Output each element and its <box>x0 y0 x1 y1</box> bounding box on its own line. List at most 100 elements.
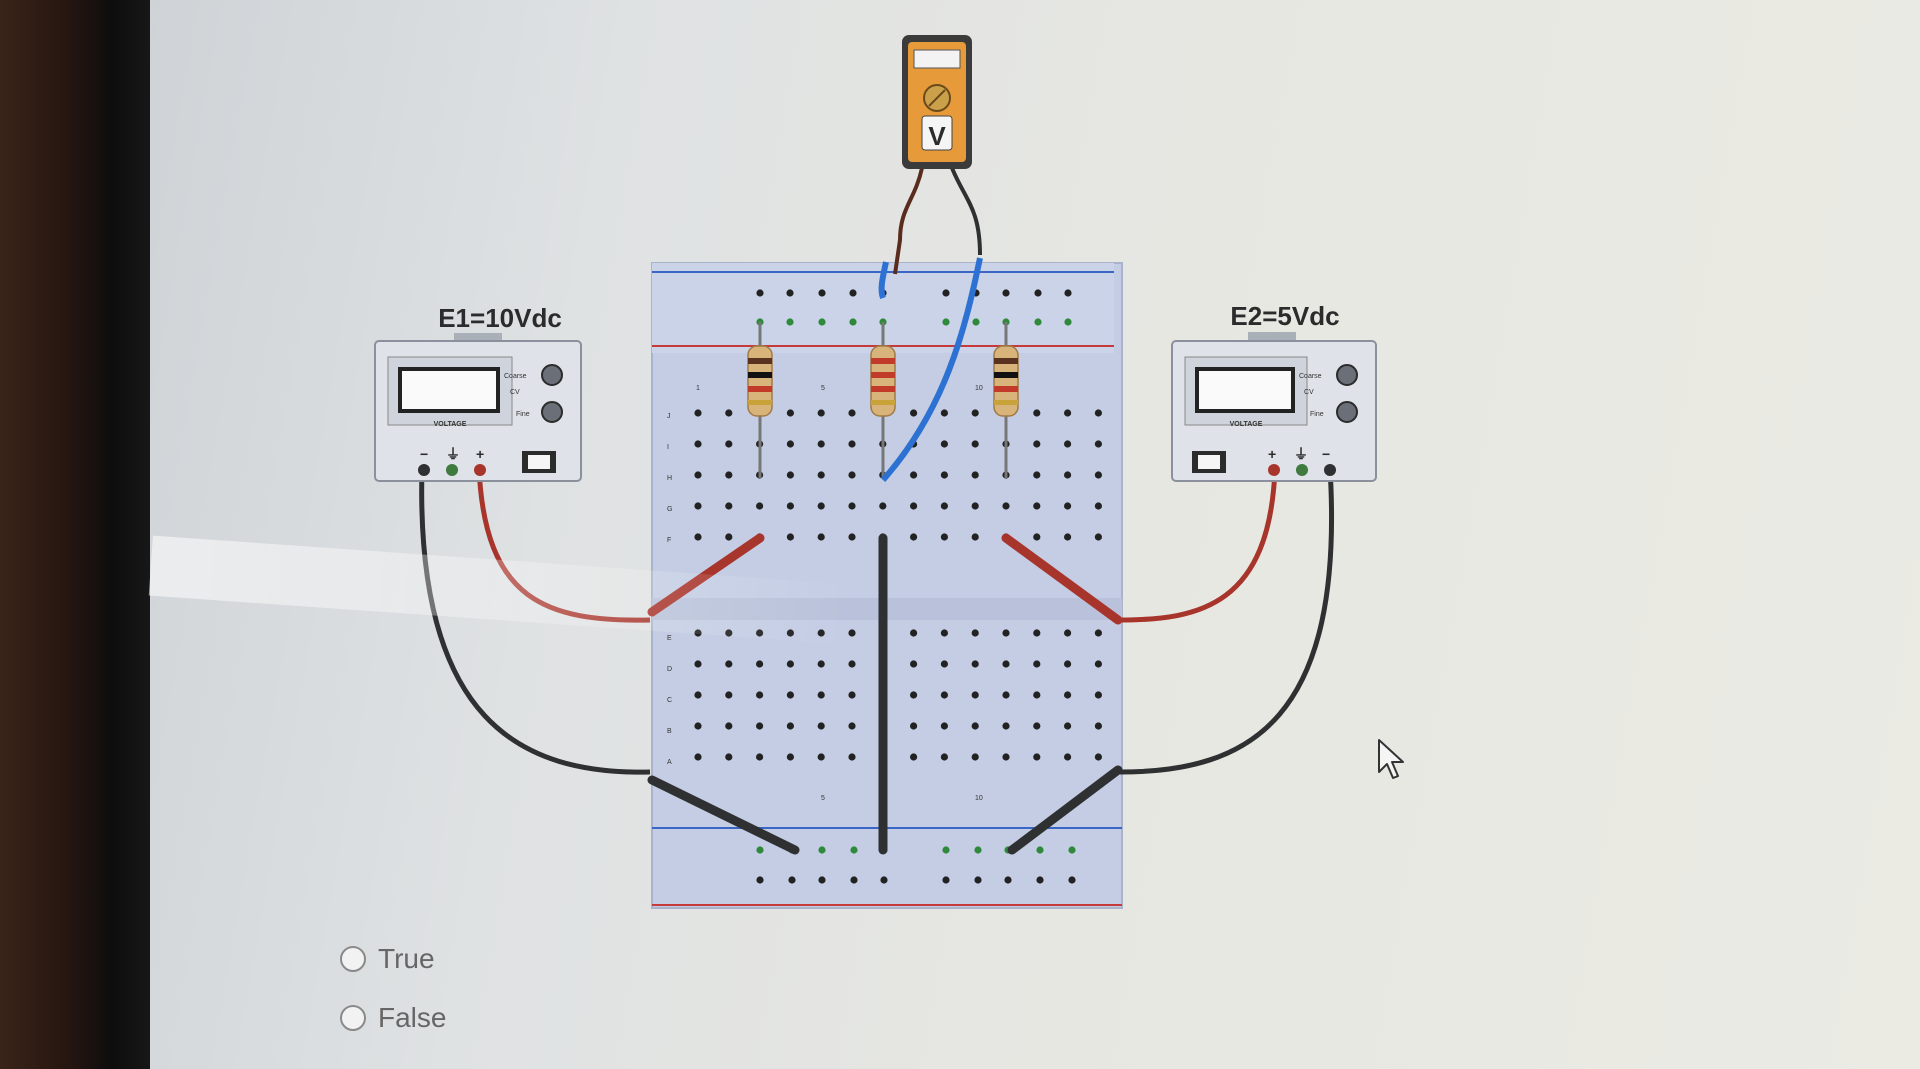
breadboard-hole <box>756 722 764 730</box>
row-letter-j: J <box>667 413 671 420</box>
lead-e2-negative <box>1119 467 1334 775</box>
resistor-r1 <box>747 322 773 478</box>
meter-lead-right <box>950 167 982 256</box>
breadboard-hole <box>1033 409 1041 417</box>
knob-fine-e1[interactable] <box>541 401 563 423</box>
breadboard-hole <box>848 691 856 699</box>
breadboard-hole <box>756 289 764 297</box>
radio-false[interactable] <box>340 1005 366 1031</box>
breadboard-hole <box>849 318 857 326</box>
radio-true[interactable] <box>340 946 366 972</box>
breadboard-hole <box>817 629 825 637</box>
breadboard-hole <box>1033 691 1041 699</box>
breadboard-hole <box>1033 533 1041 541</box>
breadboard-hole <box>817 753 825 761</box>
breadboard-hole <box>786 409 795 417</box>
col-number-5-bottom: 5 <box>821 795 825 802</box>
row-letter-b: B <box>667 728 672 735</box>
row-letter-d: D <box>667 666 672 673</box>
breadboard-hole <box>910 660 918 668</box>
blue-wire-long <box>880 257 983 482</box>
terminal-e2-ground[interactable] <box>1296 464 1308 476</box>
breadboard-hole <box>818 318 826 326</box>
breadboard-hole <box>818 876 826 884</box>
breadboard-hole <box>940 471 949 479</box>
breadboard-hole <box>848 753 856 761</box>
knob-coarse-e2[interactable] <box>1336 364 1358 386</box>
breadboard-hole <box>971 691 979 699</box>
breadboard-hole <box>694 502 702 510</box>
breadboard-hole <box>1033 440 1041 448</box>
breadboard-hole <box>786 629 795 637</box>
breadboard-hole <box>817 691 825 699</box>
terminal-e1-ground[interactable] <box>446 464 458 476</box>
breadboard-hole <box>1094 409 1102 417</box>
row-letter-h: H <box>667 475 672 482</box>
breadboard-hole <box>694 409 702 417</box>
breadboard-hole <box>1094 471 1102 479</box>
breadboard-hole <box>942 846 950 854</box>
row-letter-c: C <box>667 697 672 704</box>
breadboard-hole <box>694 753 702 761</box>
breadboard-hole <box>786 691 795 699</box>
breadboard-hole <box>1064 440 1072 448</box>
breadboard-hole <box>817 722 825 730</box>
breadboard-hole <box>849 289 857 297</box>
breadboard-hole <box>725 409 733 417</box>
breadboard-hole <box>910 502 918 510</box>
breadboard-hole <box>1033 502 1041 510</box>
answer-option-false[interactable]: False <box>340 1002 446 1034</box>
mouse-cursor-icon <box>1378 739 1404 779</box>
breadboard-hole <box>818 289 826 297</box>
terminal-e1-positive[interactable] <box>474 464 486 476</box>
breadboard-hole <box>694 533 702 541</box>
lead-e1-positive <box>476 467 651 623</box>
breadboard-hole <box>1002 753 1010 761</box>
breadboard-hole <box>910 471 918 479</box>
breadboard-hole <box>1094 440 1102 448</box>
breadboard-hole <box>1064 691 1072 699</box>
breadboard-hole <box>1064 502 1072 510</box>
breadboard-hole <box>1064 533 1072 541</box>
breadboard-hole <box>756 846 764 854</box>
breadboard-hole <box>942 289 950 297</box>
breadboard-hole <box>848 533 856 541</box>
breadboard-hole <box>725 471 733 479</box>
breadboard-hole <box>725 722 733 730</box>
breadboard-hole <box>694 440 702 448</box>
breadboard-hole <box>786 722 795 730</box>
breadboard-hole <box>756 629 764 637</box>
knob-coarse-e1[interactable] <box>541 364 563 386</box>
resistor-r3 <box>993 322 1019 478</box>
breadboard-hole <box>940 660 949 668</box>
terminal-e2-positive[interactable] <box>1268 464 1280 476</box>
breadboard-hole <box>1002 722 1010 730</box>
breadboard-hole <box>848 440 856 448</box>
knob-fine-e2[interactable] <box>1336 401 1358 423</box>
breadboard-hole <box>725 440 733 448</box>
breadboard-hole <box>848 502 856 510</box>
supply-e1-gnd: ⏚ <box>446 446 460 462</box>
breadboard-hole <box>1064 409 1072 417</box>
breadboard-hole <box>880 876 888 884</box>
breadboard-hole <box>940 722 949 730</box>
terminal-e1-negative[interactable] <box>418 464 430 476</box>
breadboard-hole <box>1033 471 1041 479</box>
breadboard-hole <box>1094 722 1102 730</box>
breadboard-hole <box>756 876 764 884</box>
breadboard-hole <box>725 502 733 510</box>
resistor-r2 <box>870 322 896 478</box>
supply-e2-gnd: ⏚ <box>1294 446 1308 462</box>
breadboard-hole <box>848 409 856 417</box>
breadboard-hole <box>1036 846 1044 854</box>
breadboard-hole <box>788 876 796 884</box>
breadboard-hole <box>817 471 825 479</box>
breadboard-hole <box>1094 502 1102 510</box>
breadboard-hole <box>725 629 733 637</box>
terminal-e2-negative[interactable] <box>1324 464 1336 476</box>
breadboard-hole <box>848 629 856 637</box>
breadboard-hole <box>940 533 949 541</box>
breadboard-hole <box>971 409 979 417</box>
answer-option-true[interactable]: True <box>340 943 435 975</box>
supply-e1-minus: − <box>420 446 428 462</box>
